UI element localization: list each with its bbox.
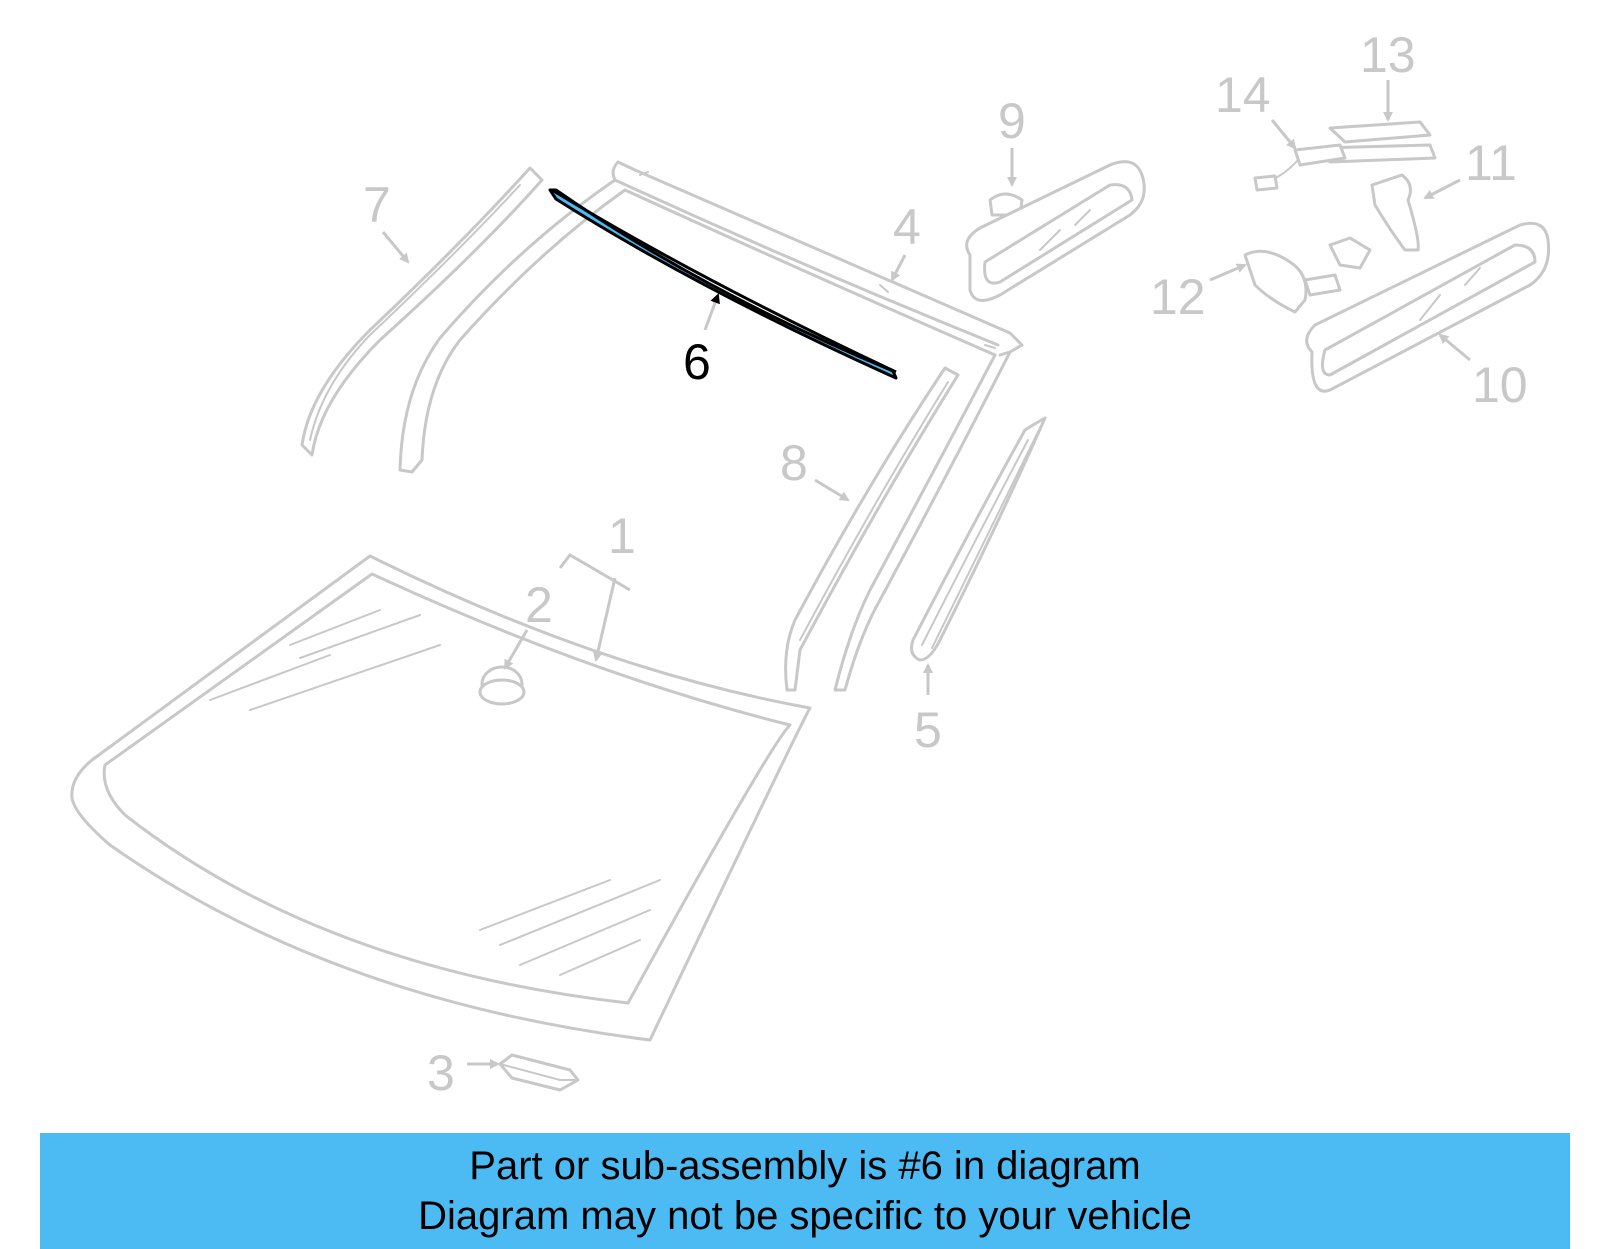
- callout-5: 5: [914, 702, 942, 758]
- banner-line-part: Part or sub-assembly is #6 in diagram: [469, 1144, 1141, 1188]
- callout-7: 7: [363, 177, 391, 233]
- mirror-mount-clip: [478, 665, 526, 706]
- mirror-cover-lower: [1243, 236, 1372, 314]
- callout-14: 14: [1215, 67, 1271, 123]
- callout-9: 9: [998, 93, 1026, 149]
- callout-4: 4: [893, 199, 921, 255]
- leader-lines: [381, 80, 1471, 1069]
- pillar-molding-left: [300, 166, 544, 457]
- windshield-glass: [70, 554, 812, 1042]
- callout-8: 8: [780, 435, 808, 491]
- callout-10: 10: [1472, 357, 1528, 413]
- banner-line-disclaimer: Diagram may not be specific to your vehi…: [418, 1194, 1192, 1238]
- mirror-cover-upper: [1370, 173, 1420, 252]
- pillar-trim-right: [784, 366, 960, 692]
- callout-11: 11: [1465, 135, 1517, 191]
- callout-3: 3: [427, 1045, 455, 1101]
- info-banner: Part or sub-assembly is #6 in diagram Di…: [40, 1133, 1570, 1249]
- callout-13: 13: [1360, 27, 1416, 83]
- windshield-frame: [398, 160, 1024, 692]
- rearview-mirror-auto-dim: [1305, 221, 1551, 393]
- upper-windshield-molding: [548, 188, 898, 380]
- callout-2: 2: [525, 577, 553, 633]
- rearview-mirror: [965, 160, 1146, 302]
- callout-1: 1: [608, 508, 636, 564]
- callout-12: 12: [1150, 269, 1206, 325]
- callout-6: 6: [683, 334, 711, 390]
- spacer-pad: [498, 1053, 580, 1092]
- pillar-molding-right: [910, 416, 1047, 662]
- wire-harness: [1253, 143, 1347, 192]
